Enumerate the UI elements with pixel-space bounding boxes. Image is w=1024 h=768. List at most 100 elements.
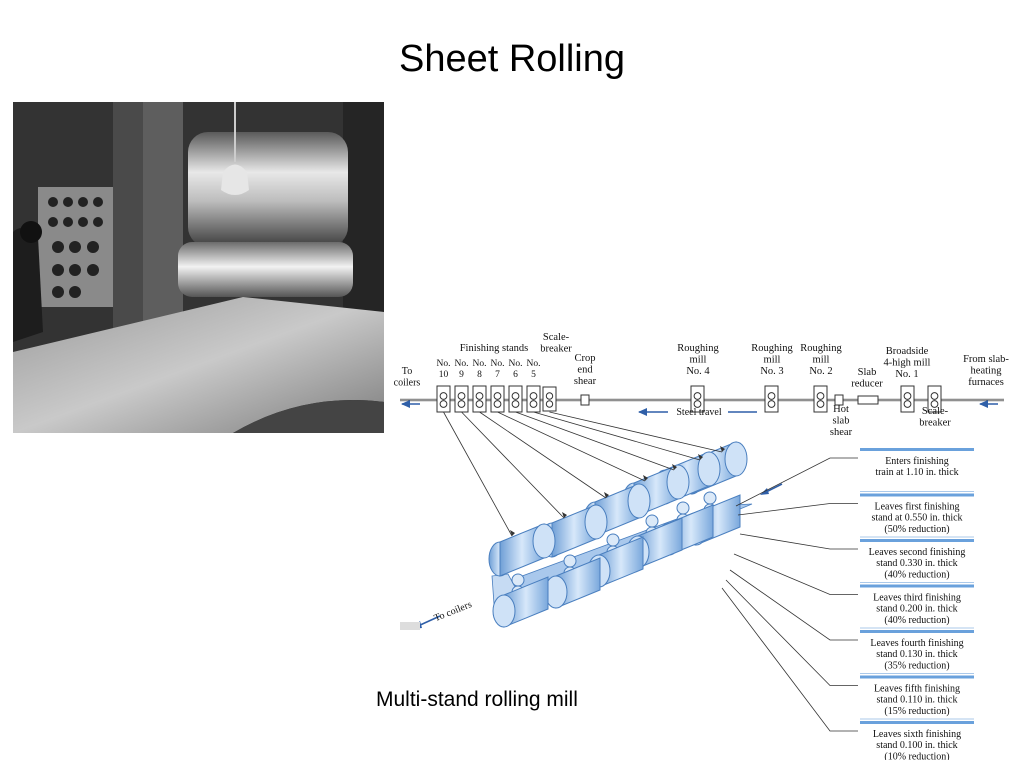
note-top-bar <box>860 721 974 724</box>
stand-number-label: No.9 <box>455 359 469 380</box>
connector-arrowhead <box>510 530 515 536</box>
top-roll-face <box>532 523 556 559</box>
stand-number-label: No.5 <box>527 359 541 380</box>
work-roll <box>563 554 577 568</box>
top-roll-face <box>584 504 608 540</box>
note-top-bar <box>860 448 974 451</box>
stand-connector-line <box>479 411 607 499</box>
stand-roll <box>457 400 466 408</box>
slide-title: Sheet Rolling <box>398 38 626 80</box>
stand-roll <box>903 400 912 408</box>
stand-roll <box>493 392 502 400</box>
connector-arrowhead <box>698 454 703 460</box>
stand-connector-line <box>497 411 646 482</box>
work-roll <box>676 501 690 515</box>
work-roll <box>645 514 659 528</box>
steel-travel-label: Steel travel <box>676 407 721 418</box>
top-roll-face <box>627 483 651 519</box>
connector-arrowhead <box>562 512 567 518</box>
stand-connector-line <box>443 411 513 537</box>
stand-roll <box>475 392 484 400</box>
stand-roll <box>511 392 520 400</box>
stand-roll <box>545 392 554 400</box>
stand-roll <box>767 400 776 408</box>
stand-number-label: No.10 <box>437 359 451 380</box>
connector-arrowhead <box>720 446 725 452</box>
stand-connector-line <box>515 411 675 471</box>
note-leader-line <box>739 533 858 550</box>
stand-roll <box>816 400 825 408</box>
stand-connector-line <box>549 411 723 453</box>
finishing-stands-label: Finishing stands <box>460 343 529 354</box>
scale-breaker-bottom-label: Scale-breaker <box>919 406 951 429</box>
stand-roll <box>475 400 484 408</box>
stand-roll <box>545 400 554 408</box>
slab-reducer-box <box>857 395 879 405</box>
stand-roll <box>930 392 939 400</box>
exit-arrow-head <box>401 400 410 408</box>
rolling-mill-photo <box>13 102 384 433</box>
bottom-roll-face <box>492 594 516 628</box>
stand-roll <box>693 392 702 400</box>
note-top-bar <box>860 539 974 542</box>
stand-roll <box>767 392 776 400</box>
top-roll-face <box>666 464 690 500</box>
stand-roll <box>493 400 502 408</box>
hot-slab-shear-box <box>834 394 844 406</box>
scale-breaker-label: Scale-breaker <box>540 332 572 355</box>
stand-roll <box>511 400 520 408</box>
top-roll-face <box>724 441 748 477</box>
stand-roll <box>457 392 466 400</box>
connector-arrowhead <box>643 475 648 481</box>
stand-roll <box>930 400 939 408</box>
stand-roll <box>903 392 912 400</box>
stand-roll <box>439 400 448 408</box>
exit-floor-mark <box>400 622 420 630</box>
note-top-bar <box>860 675 974 679</box>
note-leader-line <box>721 587 858 732</box>
note-leader-line <box>737 503 858 516</box>
note-leader-line <box>729 569 858 641</box>
stand-connector-line <box>533 411 701 461</box>
note-top-bar <box>860 493 974 497</box>
connector-arrowhead <box>604 492 609 498</box>
crop-shear-box <box>580 394 590 406</box>
top-roll-face <box>697 451 721 487</box>
work-roll <box>703 491 717 505</box>
stand-connector-line <box>461 411 565 519</box>
stand-roll <box>816 392 825 400</box>
stand-roll <box>439 392 448 400</box>
steel-travel-arrow-head <box>638 408 647 416</box>
to-coilers-arrow <box>417 615 441 627</box>
note-top-bar <box>860 630 974 633</box>
to-coilers-bottom-label: To coilers <box>433 599 474 624</box>
stand-number-label: No.7 <box>491 359 505 380</box>
work-roll <box>511 573 525 587</box>
entry-arrow-head <box>979 400 988 408</box>
stand-roll <box>529 400 538 408</box>
stand-roll <box>529 392 538 400</box>
stand-roll <box>693 400 702 408</box>
note-leader-line <box>735 457 858 507</box>
stand-number-label: No.8 <box>473 359 487 380</box>
connector-arrowhead <box>672 464 677 470</box>
stand-number-label: No.6 <box>509 359 523 380</box>
diagram-caption: Multi-stand rolling mill <box>376 688 578 711</box>
note-leader-line <box>725 579 858 686</box>
